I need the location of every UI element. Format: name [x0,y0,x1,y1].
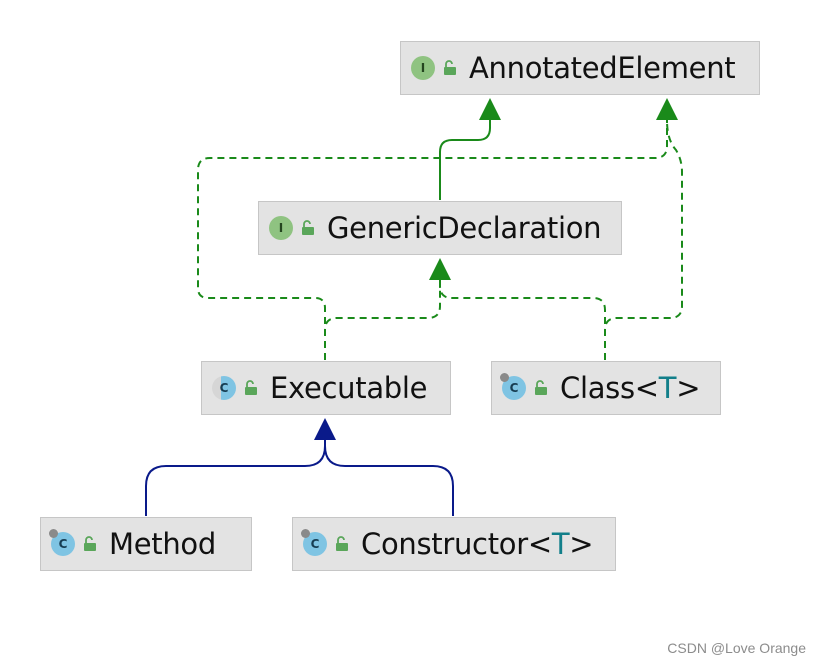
arrowhead-executable [314,418,336,440]
unlocked-padlock-icon [535,380,547,395]
final-tag-icon [301,529,310,538]
node-label: Constructor<T> [361,527,594,561]
node-class[interactable]: C Class<T> [491,361,721,415]
watermark: CSDN @Love Orange [667,640,806,656]
arrowhead-annotated-left [479,98,501,120]
final-tag-icon [49,529,58,538]
interface-icon: I [411,56,435,80]
edge-class-annotated [604,119,683,360]
edge-constructor-executable [324,440,454,516]
unlocked-padlock-icon [336,536,348,551]
arrowhead-annotated-right [656,98,678,120]
node-method[interactable]: C Method [40,517,252,571]
unlocked-padlock-icon [84,536,96,551]
edge-executable-generic [324,280,441,360]
node-constructor[interactable]: C Constructor<T> [292,517,616,571]
node-label: AnnotatedElement [469,51,736,85]
unlocked-padlock-icon [245,380,257,395]
arrowhead-generic [429,258,451,280]
class-icon: C [500,373,526,400]
class-icon: C [49,529,75,556]
edge-executable-annotated [197,120,668,360]
interface-icon: I [269,216,293,240]
final-tag-icon [500,373,509,382]
class-icon: C [301,529,327,556]
abstract-class-icon: C [212,376,236,400]
node-label: Method [109,527,216,561]
edge-method-executable [145,440,326,516]
unlocked-padlock-icon [444,60,456,75]
type-parameter: T [551,527,570,561]
type-parameter: T [658,371,677,405]
edge-generic-annotated [439,120,491,200]
node-annotated-element[interactable]: I AnnotatedElement [400,41,760,95]
edge-class-generic [439,280,606,360]
node-label: GenericDeclaration [327,211,602,245]
node-executable[interactable]: C Executable [201,361,451,415]
node-label: Class<T> [560,371,701,405]
node-label: Executable [270,371,428,405]
unlocked-padlock-icon [302,220,314,235]
node-generic-declaration[interactable]: I GenericDeclaration [258,201,622,255]
